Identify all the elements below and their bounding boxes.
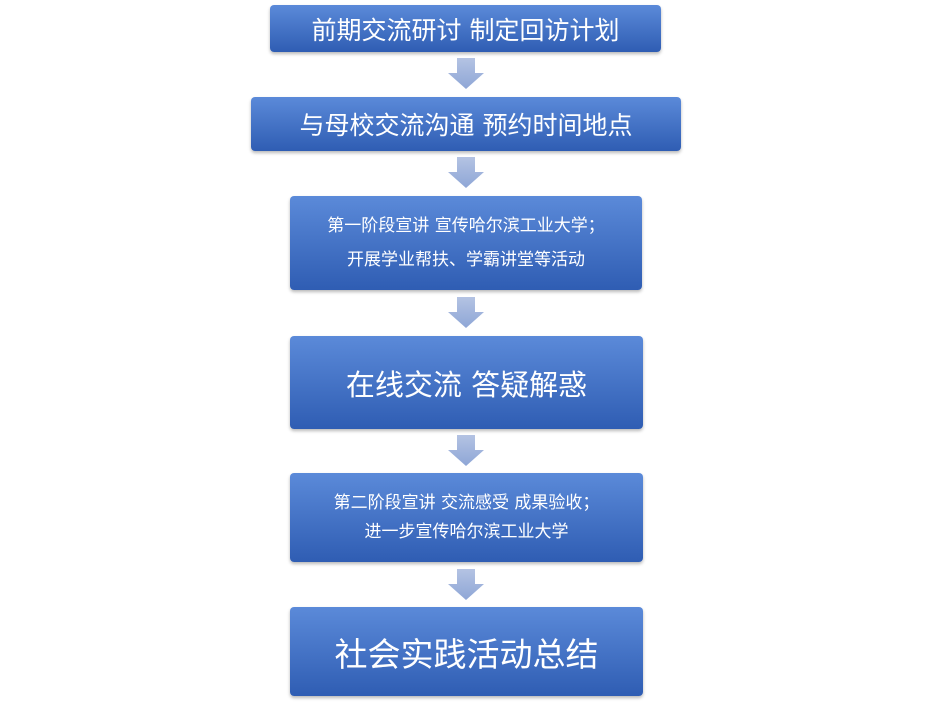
step-1-box: 前期交流研讨 制定回访计划 (270, 5, 661, 52)
arrow-down-icon (447, 157, 485, 189)
step-3-text-line-1: 第一阶段宣讲 宣传哈尔滨工业大学； (327, 216, 605, 236)
step-5-text-line-2: 进一步宣传哈尔滨工业大学 (364, 521, 569, 542)
step-4-box: 在线交流 答疑解惑 (290, 336, 643, 429)
arrow-down-icon (447, 435, 485, 467)
arrow-down-icon (447, 569, 485, 601)
step-6-text: 社会实践活动总结 (334, 634, 599, 674)
arrow-down-icon (447, 297, 485, 329)
step-6-box: 社会实践活动总结 (290, 607, 643, 696)
step-5-box: 第二阶段宣讲 交流感受 成果验收； 进一步宣传哈尔滨工业大学 (290, 473, 643, 562)
step-3-text-line-2: 开展学业帮扶、学霸讲堂等活动 (347, 250, 585, 270)
step-1-text: 前期交流研讨 制定回访计划 (311, 15, 620, 45)
step-5-text-line-1: 第二阶段宣讲 交流感受 成果验收； (333, 492, 600, 513)
step-4-text: 在线交流 答疑解惑 (345, 367, 588, 402)
step-2-box: 与母校交流沟通 预约时间地点 (251, 97, 681, 151)
step-3-box: 第一阶段宣讲 宣传哈尔滨工业大学； 开展学业帮扶、学霸讲堂等活动 (290, 196, 642, 290)
step-2-text: 与母校交流沟通 预约时间地点 (299, 111, 633, 140)
arrow-down-icon (447, 58, 485, 90)
